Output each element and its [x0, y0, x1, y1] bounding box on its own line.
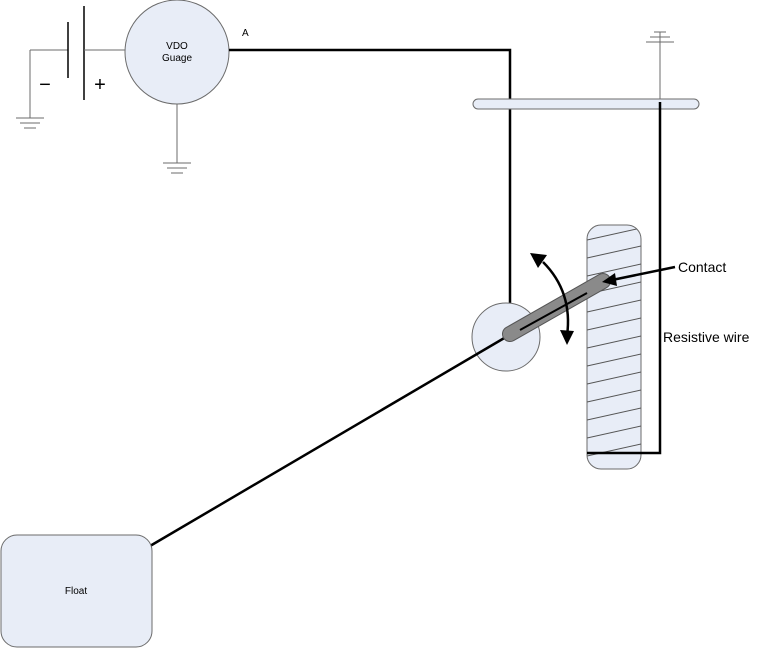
battery-minus-sign: −	[39, 74, 51, 96]
float-block: Float	[0, 534, 153, 648]
battery-plus-sign: +	[94, 74, 106, 96]
wiper-arm	[502, 273, 611, 342]
sender-ground-symbol	[646, 31, 674, 102]
resistive-coil	[586, 224, 642, 470]
contact-pointer-arrow	[602, 265, 676, 286]
ground-return-wire	[587, 102, 662, 455]
signal-wire	[229, 48, 512, 305]
battery-symbol: − +	[29, 6, 125, 118]
coil-windings	[587, 227, 641, 457]
node-label-a: A	[242, 28, 249, 39]
gauge-label-line1: VDO	[166, 41, 188, 52]
gauge-ground-symbol	[163, 104, 191, 174]
contact-label: Contact	[678, 259, 726, 275]
float-arm	[149, 335, 507, 548]
mounting-bar	[472, 98, 700, 110]
rotation-arrow-icon	[530, 253, 574, 345]
resistive-wire-label: Resistive wire	[663, 329, 750, 345]
vdo-gauge: VDO Guage	[124, 0, 230, 105]
battery-ground-symbol	[16, 117, 44, 129]
gauge-label-line2: Guage	[162, 53, 192, 64]
float-label: Float	[65, 586, 87, 597]
